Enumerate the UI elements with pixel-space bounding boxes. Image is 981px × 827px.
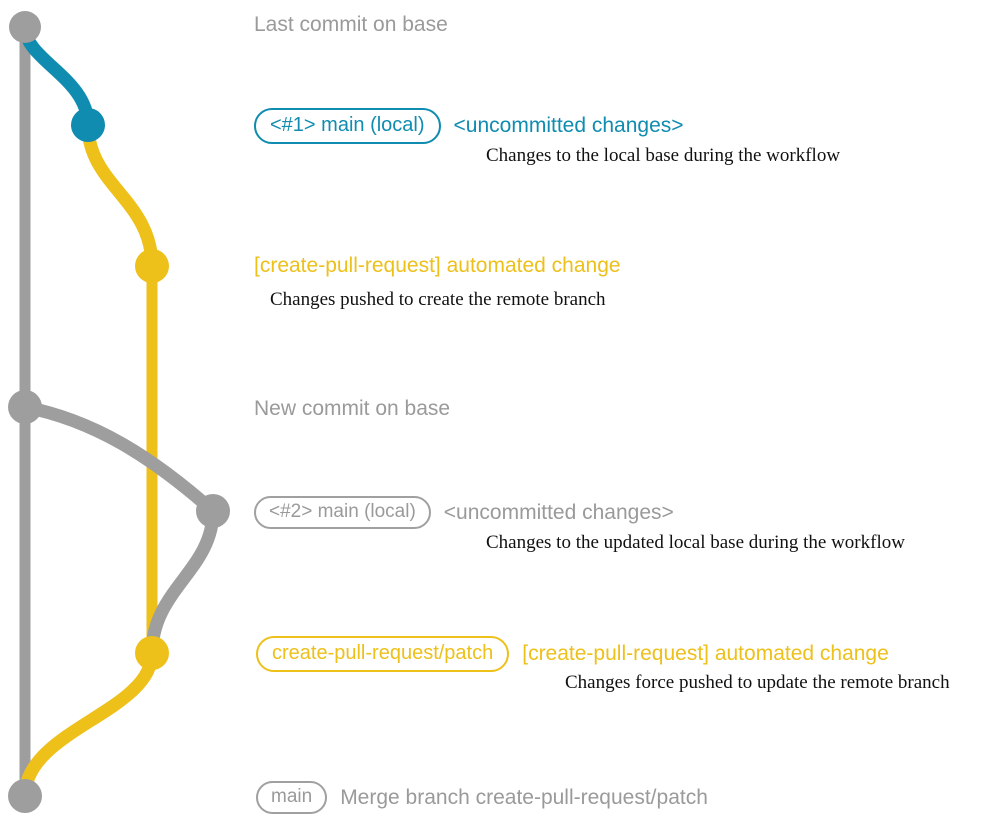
ref-badge-local-2[interactable]: <#2> main (local)	[254, 496, 431, 529]
patch-commit-1-node	[135, 249, 169, 283]
local-branch-line-2	[18, 400, 220, 518]
patch-branch-line-1	[81, 118, 159, 273]
commit-row-local-1: <#1> main (local) <uncommitted changes>	[254, 108, 684, 144]
base-head-node	[9, 11, 41, 43]
commit-label-new-commit-on-base: New commit on base	[254, 397, 451, 420]
new-base-commit-node	[8, 390, 42, 424]
commit-note-local-1: Changes to the local base during the wor…	[486, 145, 841, 166]
commit-note-automated-change-2: Changes force pushed to update the remot…	[565, 672, 950, 693]
commit-note-local-2: Changes to the updated local base during…	[486, 532, 905, 553]
commit-subject-merge: Merge branch create-pull-request/patch	[340, 785, 708, 809]
ref-badge-create-pull-request-patch[interactable]: create-pull-request/patch	[256, 636, 510, 672]
commit-note-automated-change-1: Changes pushed to create the remote bran…	[270, 289, 606, 310]
merge-commit-node	[8, 779, 42, 813]
merge-line	[18, 646, 159, 803]
commit-row-merge: main Merge branch create-pull-request/pa…	[256, 781, 708, 814]
local-commit-2-node	[196, 494, 230, 528]
local-branch-line-1	[18, 20, 95, 132]
commit-row-automated-change-1: [create-pull-request] automated change	[254, 254, 621, 277]
local-commit-1-node	[71, 108, 105, 142]
patch-commit-2-node	[135, 636, 169, 670]
commit-subject-local-1: <uncommitted changes>	[453, 114, 684, 138]
commit-row-automated-change-2: create-pull-request/patch [create-pull-r…	[256, 636, 889, 672]
ref-badge-main[interactable]: main	[256, 781, 328, 814]
rebase-line-2	[145, 504, 220, 660]
commit-label-last-commit-on-base: Last commit on base	[254, 13, 448, 36]
ref-badge-local-1[interactable]: <#1> main (local)	[254, 108, 441, 144]
commit-row-local-2: <#2> main (local) <uncommitted changes>	[254, 496, 674, 529]
commit-subject-automated-change-1: [create-pull-request] automated change	[254, 254, 621, 277]
commit-subject-local-2: <uncommitted changes>	[443, 500, 674, 524]
commit-subject-automated-change-2: [create-pull-request] automated change	[522, 642, 889, 666]
